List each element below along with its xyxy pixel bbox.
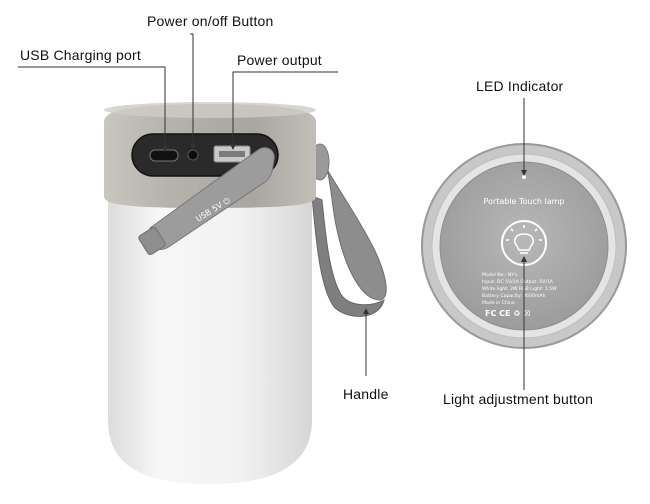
label-handle: Handle	[343, 386, 389, 402]
label-led-indicator: LED Indicator	[476, 78, 564, 94]
spec-lines: Model No.: NY-L Input: DC 5V/1A Output: …	[482, 272, 557, 306]
lamp: USB 5V ⏻	[104, 102, 316, 484]
label-light-adjustment-button: Light adjustment button	[443, 391, 594, 407]
spec-line: Made in China	[482, 300, 515, 306]
label-usb-charging-port: USB Charging port	[20, 47, 141, 63]
spec-line: Battery Capacity: 2600mAh	[482, 293, 546, 299]
power-button[interactable]	[187, 149, 199, 161]
spec-line: White light: 2W RGB Light: 1.5W	[482, 286, 557, 292]
spec-line: Input: DC 5V/1A Output: 5V/1A	[482, 279, 554, 285]
product-name: Portable Touch lamp	[483, 197, 564, 206]
lamp-base: Portable Touch lamp Model No.: NY-L Inpu…	[421, 143, 627, 349]
certification-marks: FC CE ♻ ☒	[485, 309, 530, 318]
handle-strap	[310, 143, 387, 317]
label-power-button: Power on/off Button	[147, 13, 274, 29]
callout-lines	[18, 33, 525, 390]
label-power-output: Power output	[237, 52, 322, 68]
led-indicator	[522, 175, 526, 179]
spec-line: Model No.: NY-L	[482, 272, 518, 278]
callout-arrows	[162, 144, 527, 314]
bulb-icon	[506, 225, 542, 254]
usb-charging-port[interactable]	[149, 149, 179, 162]
lamp-body	[108, 200, 312, 484]
